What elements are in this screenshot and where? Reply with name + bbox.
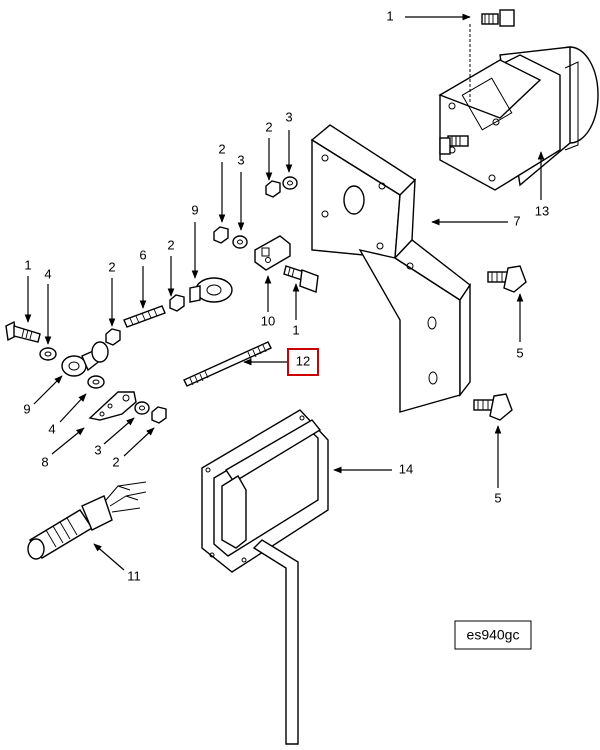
bolt-part-5-lower	[473, 393, 513, 421]
callout-2-b: 2	[218, 141, 225, 156]
highlight-box-12	[287, 348, 319, 376]
callout-8: 8	[41, 454, 48, 469]
callout-7: 7	[513, 213, 520, 228]
callout-3-b: 3	[237, 152, 244, 167]
washer-part-3-lower	[134, 401, 150, 415]
rod-end-part-9-left	[61, 341, 109, 377]
callout-5-a: 5	[516, 345, 523, 360]
reference-code-box: es940gc	[454, 620, 532, 650]
callout-9-top: 9	[191, 202, 198, 217]
nut-part-2-upper	[265, 180, 281, 198]
bracket-part-7	[310, 124, 471, 413]
callout-1-top: 1	[386, 8, 393, 23]
leader-lines	[24, 13, 545, 571]
callout-2-a: 2	[265, 119, 272, 134]
washer-part-3-upper	[282, 176, 298, 190]
lever-part-8	[88, 391, 137, 421]
bolt-part-1-mid	[283, 265, 319, 293]
callout-12: 12	[296, 353, 310, 368]
callout-9-left: 9	[23, 401, 30, 416]
sensor-part-11	[27, 481, 147, 560]
clevis-part-10	[254, 235, 291, 271]
nut-part-2-mid	[213, 226, 229, 244]
callout-13: 13	[535, 203, 549, 218]
washer-part-4-left	[39, 347, 57, 361]
nut-part-2-rod	[169, 294, 185, 312]
bolt-part-1-left	[5, 320, 41, 343]
callout-2-c: 2	[167, 237, 174, 252]
callout-3-a: 3	[285, 109, 292, 124]
callout-1-mid: 1	[292, 322, 299, 337]
callout-4-left: 4	[48, 421, 55, 436]
callout-2-d: 2	[108, 259, 115, 274]
reference-code: es940gc	[467, 627, 520, 643]
washer-part-3-mid	[232, 235, 248, 249]
motor-part-13	[438, 46, 599, 191]
callout-3-low: 3	[94, 442, 101, 457]
callout-2-low: 2	[112, 454, 119, 469]
bolt-part-5-upper	[487, 265, 527, 293]
callout-11: 11	[127, 568, 141, 583]
callout-4-top: 4	[44, 266, 51, 281]
callout-1-left: 1	[24, 257, 31, 272]
callout-labels: 1 2 3 2 3 9 2 6 2 4 1 7 13 10 1 12 5 9 4…	[23, 8, 549, 583]
nut-part-2-lower	[151, 406, 167, 424]
callout-10: 10	[261, 313, 275, 328]
callout-5-b: 5	[494, 490, 501, 505]
washer-part-4-lower	[87, 375, 105, 389]
rod-end-part-9-upper	[189, 277, 233, 303]
nut-part-2-left	[105, 328, 121, 346]
controller-part-14	[201, 409, 329, 745]
bolt-part-1-top	[481, 9, 515, 27]
callout-14: 14	[399, 461, 413, 476]
stud-part-12	[183, 341, 272, 387]
threaded-rod-part-6	[123, 305, 166, 328]
callout-6: 6	[139, 247, 146, 262]
